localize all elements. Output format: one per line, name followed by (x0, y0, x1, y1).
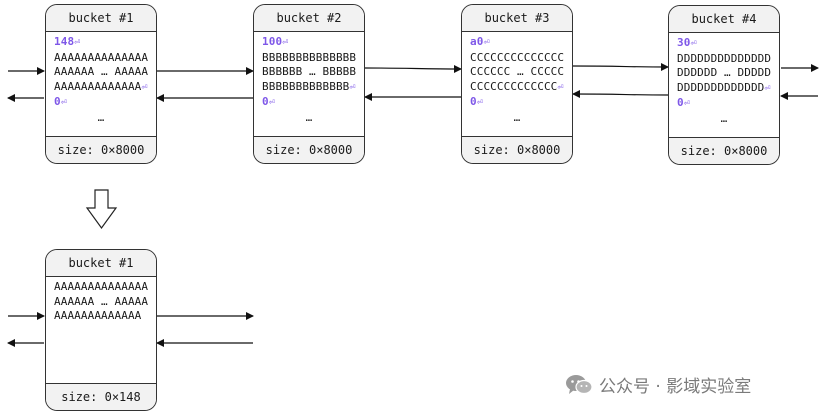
content-line: AAAAAAAAAAAAA (54, 309, 142, 323)
arrow-b4-to-b3 (572, 90, 669, 99)
return-icon: ⏎ (683, 98, 690, 110)
bucket-content: a0⏎ CCCCCCCCCCCCCC CCCCCC … CCCCC CCCCCC… (462, 32, 572, 136)
ellipsis: … (720, 111, 728, 125)
content-line: DDDDDDDDDDDDDD (677, 51, 772, 65)
content-line: CCCCCCCCCCCCC (470, 79, 558, 93)
ellipsis: … (513, 110, 521, 124)
content-line: CCCCCC … CCCCC (470, 65, 565, 79)
head-number: 100 (262, 35, 283, 48)
content-line: DDDDDD … DDDDD (677, 66, 772, 80)
tail-number: 0 (54, 95, 61, 109)
bucket-title: bucket #2 (254, 5, 364, 32)
arrow-b3-to-b4 (572, 62, 669, 71)
content-line: AAAAAAAAAAAAAA (54, 280, 149, 293)
content-line: AAAAAAAAAAAAA (54, 79, 142, 93)
bucket-size: size: 0×8000 (462, 136, 572, 163)
bucket-title: bucket #1 (46, 250, 156, 277)
bucket-title: bucket #4 (669, 6, 779, 33)
tail-number: 0 (262, 95, 269, 109)
return-icon: ⏎ (690, 38, 697, 49)
content-line: BBBBBBBBBBBBB (262, 79, 350, 93)
arrow-b2-to-b3 (364, 64, 462, 73)
tail-number: 0 (470, 95, 477, 109)
wechat-icon (566, 374, 593, 394)
bucket-2: bucket #2 100⏎ BBBBBBBBBBBBBB BBBBBB … B… (253, 4, 365, 164)
head-number: 148 (54, 35, 75, 48)
return-icon: ⏎ (282, 37, 289, 48)
watermark: 公众号 · 影域实验室 (565, 372, 751, 397)
head-number: 30 (677, 36, 691, 49)
watermark-text: 公众号 · 影域实验室 (599, 377, 752, 397)
content-line: AAAAAAAAAAAAAA (54, 50, 149, 64)
bucket-3: bucket #3 a0⏎ CCCCCCCCCCCCCC CCCCCC … CC… (461, 4, 573, 164)
bucket-title: bucket #3 (462, 5, 572, 32)
bucket-title: bucket #1 (46, 5, 156, 32)
bucket-size: size: 0×8000 (46, 136, 156, 163)
return-icon: ⏎ (74, 37, 81, 48)
return-icon: ⏎ (476, 97, 483, 109)
tail-number: 0 (677, 96, 684, 110)
bucket-content: 30⏎ DDDDDDDDDDDDDD DDDDDD … DDDDD DDDDDD… (669, 33, 779, 137)
return-icon: ⏎ (557, 81, 564, 93)
content-line: DDDDDDDDDDDDD (677, 80, 765, 94)
bucket-1: bucket #1 148⏎ AAAAAAAAAAAAAA AAAAAA … A… (45, 4, 157, 164)
return-icon: ⏎ (268, 97, 275, 109)
bucket-content: 148⏎ AAAAAAAAAAAAAA AAAAAA … AAAAA AAAAA… (46, 32, 156, 136)
content-line: AAAAAA … AAAAA (54, 294, 149, 308)
bucket-content: AAAAAAAAAAAAAA AAAAAA … AAAAA AAAAAAAAAA… (46, 277, 156, 383)
bucket-size: size: 0×8000 (669, 137, 779, 164)
bucket-size: size: 0×148 (46, 383, 156, 410)
return-icon: ⏎ (141, 81, 148, 93)
content-line: CCCCCCCCCCCCCC (470, 50, 565, 64)
return-icon: ⏎ (764, 82, 771, 94)
bucket-content: 100⏎ BBBBBBBBBBBBBB BBBBBB … BBBBB BBBBB… (254, 32, 364, 136)
return-icon: ⏎ (60, 97, 67, 109)
return-icon: ⏎ (349, 81, 356, 93)
transform-down-arrow (85, 189, 118, 230)
result-bucket: bucket #1 AAAAAAAAAAAAAA AAAAAA … AAAAA … (45, 249, 157, 411)
content-line: BBBBBB … BBBBB (262, 65, 357, 79)
content-line: BBBBBBBBBBBBBB (262, 50, 357, 64)
head-number: a0 (470, 35, 484, 48)
return-icon: ⏎ (483, 37, 490, 48)
bucket-size: size: 0×8000 (254, 136, 364, 163)
bucket-4: bucket #4 30⏎ DDDDDDDDDDDDDD DDDDDD … DD… (668, 5, 780, 165)
ellipsis: … (97, 110, 105, 124)
ellipsis: … (305, 110, 313, 124)
content-line: AAAAAA … AAAAA (54, 65, 149, 79)
